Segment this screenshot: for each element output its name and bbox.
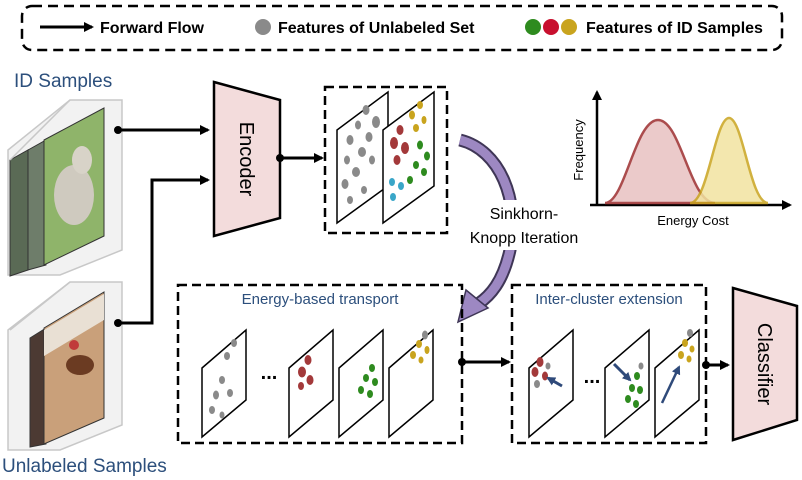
legend-id-features: Features of ID Samples	[586, 20, 763, 37]
extension-arrow-icon	[546, 376, 563, 388]
transport-title: Energy-based transport	[242, 291, 400, 308]
transport-plane-green	[338, 328, 384, 439]
id-feature-points	[389, 101, 430, 201]
unlabeled-samples-label: Unlabeled Samples	[2, 456, 167, 477]
legend-forward-flow: Forward Flow	[100, 20, 205, 37]
id-energy-curve	[604, 118, 716, 205]
id-feature-dots-icon	[525, 19, 577, 35]
transport-plane-unlabeled	[201, 328, 247, 439]
legend: Forward Flow Features of Unlabeled Set F…	[20, 4, 784, 52]
input-arrows	[114, 125, 210, 327]
inter-cluster-extension-box: Inter-cluster extension ...	[510, 283, 708, 445]
transport-plane-gold	[388, 328, 434, 439]
feature-space-box	[323, 85, 449, 235]
sinkhorn-label-line2: Knopp Iteration	[470, 230, 579, 247]
unlabeled-sample-stack	[7, 281, 123, 451]
sinkhorn-label-line1: Sinkhorn-	[490, 206, 558, 223]
legend-unlabeled-features: Features of Unlabeled Set	[278, 20, 475, 37]
encoder-block: Encoder	[212, 80, 282, 238]
id-feature-plane	[382, 90, 435, 225]
x-axis-label: Energy Cost	[657, 213, 729, 228]
y-axis-label: Frequency	[571, 119, 586, 181]
id-samples-label: ID Samples	[14, 71, 112, 92]
transport-ellipsis: ...	[261, 362, 278, 384]
classifier-block: Classifier	[731, 286, 799, 442]
unlabeled-feature-points	[341, 105, 380, 204]
ood-energy-curve	[689, 116, 769, 205]
extension-arrow-icon	[612, 362, 632, 382]
id-sample-stack	[7, 99, 123, 277]
energy-distribution-plot: Frequency Energy Cost	[571, 90, 792, 228]
energy-transport-box: Energy-based transport ...	[176, 283, 464, 445]
extension-title: Inter-cluster extension	[535, 291, 683, 308]
classifier-label: Classifier	[753, 323, 775, 406]
extension-ellipsis: ...	[584, 366, 601, 388]
encoder-label: Encoder	[235, 122, 257, 197]
gray-dot-icon	[255, 19, 271, 35]
extension-plane-green	[604, 328, 650, 439]
extension-arrow-icon	[660, 365, 681, 404]
